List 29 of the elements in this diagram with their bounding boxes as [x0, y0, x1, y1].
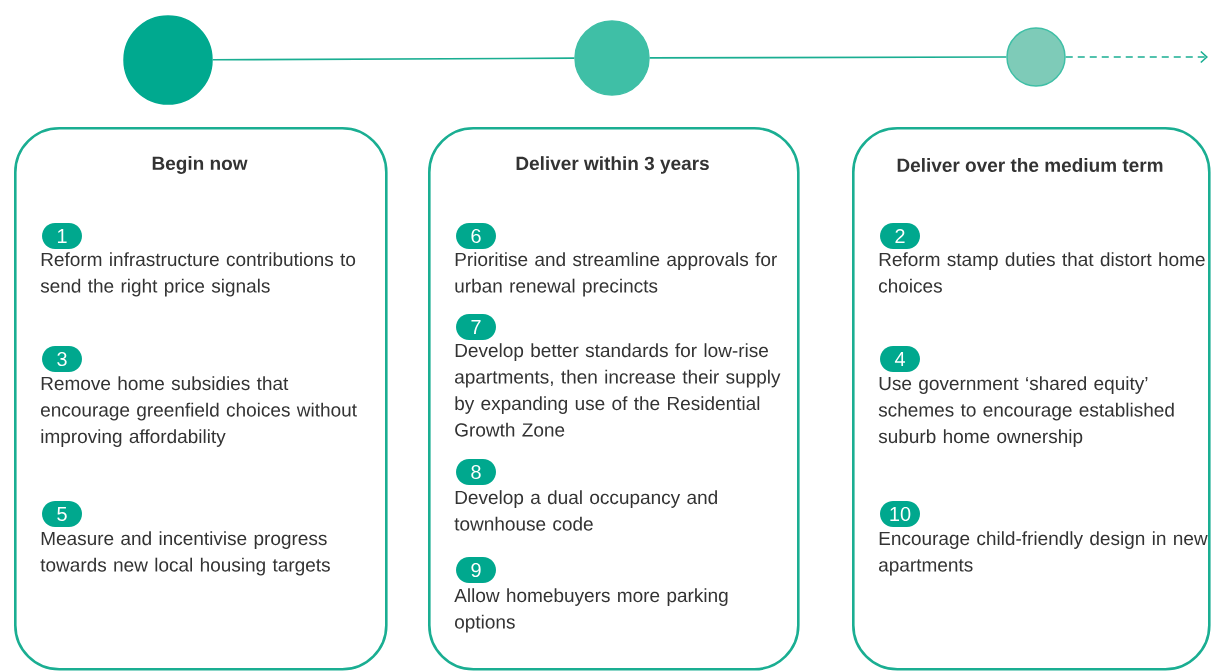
item-description: Allow homebuyers more parking options	[454, 588, 728, 633]
item-description: Develop better standards for low-rise apartments, then increase their supply by expanding use of the Residential Growth Zone	[455, 343, 781, 437]
number-badge: 8	[456, 459, 496, 485]
number-badge: 4	[880, 346, 920, 372]
number-badge: 2	[880, 223, 920, 249]
item-description: Remove home subsidies that encourage greenfield choices without improving affordability	[41, 376, 357, 447]
item-description: Develop a dual occupancy and townhouse code	[454, 490, 717, 531]
number-badge: 7	[456, 314, 496, 340]
number-badge: 5	[42, 501, 82, 527]
connector-line	[1064, 50, 1208, 64]
number-badge: 1	[42, 223, 82, 249]
timeline-circle	[123, 15, 213, 105]
timeline-circle	[1006, 27, 1066, 87]
item-description: Prioritise and streamline approvals for urban renewal precincts	[455, 252, 777, 297]
number-badge: 3	[42, 346, 82, 372]
item-description: Use government ‘shared equity’ schemes to encourage established suburb home ownership	[878, 376, 1174, 447]
item-description: Measure and incentivise progress towards new local housing targets	[40, 531, 330, 576]
number-badge: 6	[456, 223, 496, 249]
panel-heading: Begin now	[152, 156, 248, 174]
number-badge: 10	[880, 501, 920, 527]
connector-line	[211, 57, 576, 61]
item-description: Reform infrastructure contributions to send the right price signals	[40, 252, 356, 297]
number-badge: 9	[456, 557, 496, 583]
item-description: Reform stamp duties that distort home choices	[879, 252, 1205, 293]
panel-heading: Deliver within 3 years	[516, 156, 709, 174]
connector-line	[648, 56, 1008, 59]
item-description: Encourage child-friendly design in new apartments	[879, 531, 1208, 576]
panel-heading: Deliver over the medium term	[897, 158, 1163, 172]
timeline-circle	[574, 20, 650, 96]
